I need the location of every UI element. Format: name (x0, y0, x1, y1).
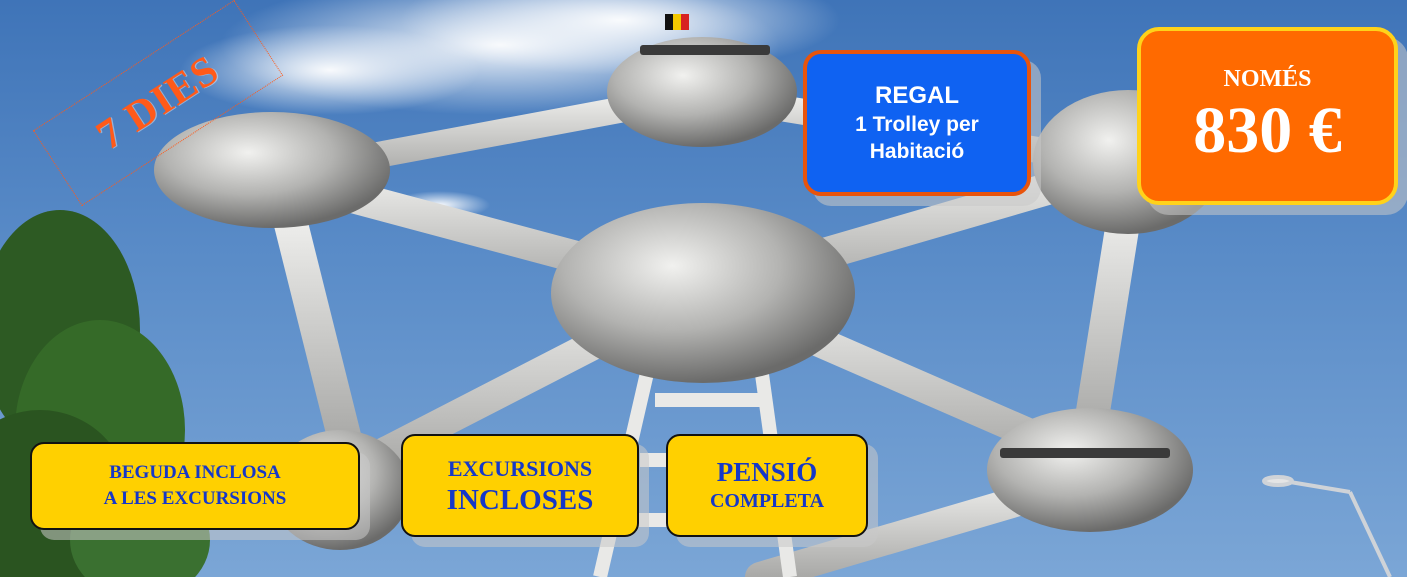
feature-board-line-1: PENSIÓ (716, 457, 818, 487)
price-badge: NOMÉS 830 € (1137, 27, 1398, 205)
gift-line-1: 1 Trolley per (855, 113, 979, 136)
street-lamp (1262, 475, 1392, 577)
feature-drinks-line-1: BEGUDA INCLOSA (109, 462, 281, 483)
price-amount: 830 € (1193, 94, 1342, 167)
feature-excursions-line-1: EXCURSIONS (447, 455, 593, 481)
sphere-windows (640, 45, 1170, 458)
feature-drinks-line-2: A LES EXCURSIONS (103, 488, 287, 509)
feature-board-line-2: COMPLETA (709, 490, 825, 512)
price-label: NOMÉS (1223, 66, 1312, 92)
gift-title: REGAL (875, 82, 959, 109)
gift-line-2: Habitació (869, 140, 965, 163)
flag-icon (665, 14, 689, 30)
feature-excursions-line-2: INCLOSES (446, 483, 594, 516)
feature-excursions-badge: EXCURSIONS INCLOSES (401, 434, 639, 537)
feature-drinks-badge: BEGUDA INCLOSA A LES EXCURSIONS (30, 442, 360, 530)
feature-board-badge: PENSIÓ COMPLETA (666, 434, 868, 537)
gift-badge: REGAL 1 Trolley per Habitació (803, 50, 1031, 196)
